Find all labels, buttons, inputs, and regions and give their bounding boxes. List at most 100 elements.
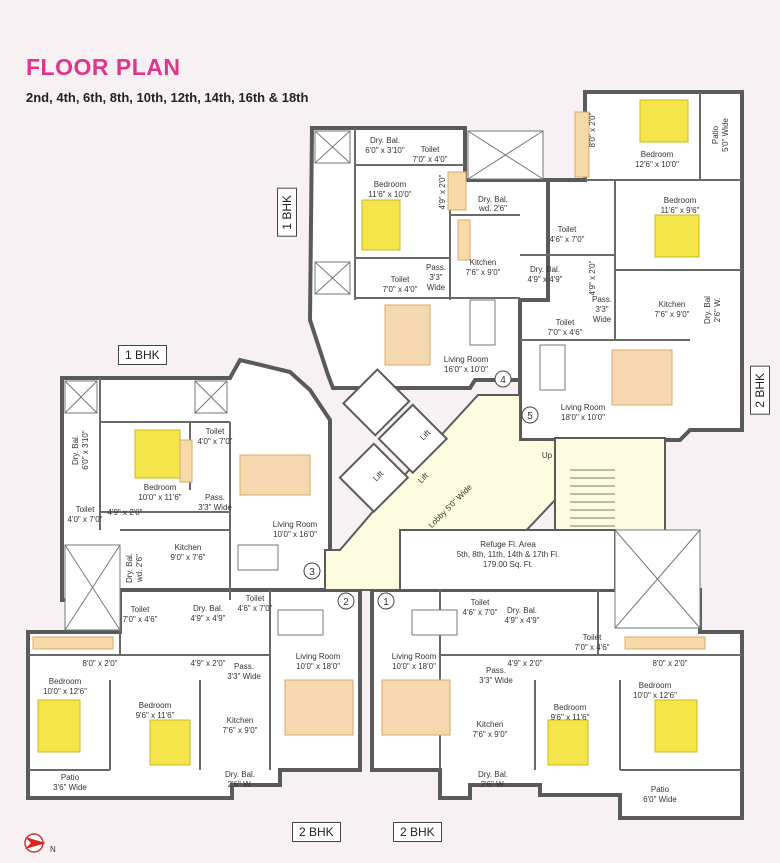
room-label: Pass.	[486, 666, 506, 675]
flat-number: 4	[500, 375, 506, 386]
room-label: Toilet	[583, 633, 602, 642]
room-label: Bedroom	[139, 701, 172, 710]
sofa-icon	[381, 679, 451, 736]
room-dim: 4'9" x 4'9"	[191, 614, 226, 623]
room-dim: 10'0" x 18'0"	[392, 662, 436, 671]
wardrobe-dim: 8'0" x 2'0"	[83, 659, 118, 668]
room-dim: 7'6" x 9'0"	[223, 726, 258, 735]
room-label: Patio	[61, 773, 80, 782]
room-dim: 10'0" x 18'0"	[296, 662, 340, 671]
room-label: Kitchen	[470, 258, 497, 267]
floors-subtitle: 2nd, 4th, 6th, 8th, 10th, 12th, 14th, 16…	[26, 90, 309, 105]
room-label: Bedroom	[664, 196, 697, 205]
bed-icon	[149, 719, 191, 766]
room-label: Dry. Bal.	[125, 553, 134, 583]
sofa-icon	[239, 454, 311, 496]
room-dim: 2'6" W.	[228, 780, 253, 789]
bed-icon	[654, 699, 698, 753]
room-dim: 10'0" x 12'6"	[43, 687, 87, 696]
room-label: Bedroom	[49, 677, 82, 686]
room-label: Dry. Bal.	[193, 604, 223, 613]
refuge-label: Refuge Fl. Area	[480, 540, 536, 549]
flat-number: 5	[527, 411, 533, 422]
room-dim: 7'0" x 4'6"	[575, 643, 610, 652]
room-label: Toilet	[556, 318, 575, 327]
bed-icon	[37, 699, 81, 753]
room-dim: 9'6" x 11'6"	[136, 711, 175, 720]
wardrobes	[32, 111, 706, 650]
room-dim: 4'6" x 7'0"	[463, 608, 498, 617]
room-label: Bedroom	[374, 180, 407, 189]
room-label: Living Room	[392, 652, 437, 661]
unit-tag-2bhk-bottom-left: 2 BHK	[292, 822, 341, 842]
stair-treads	[570, 469, 615, 527]
room-dim: 18'0" x 10'0"	[561, 413, 605, 422]
flat-number: 1	[383, 597, 389, 608]
room-dim: 4'9" x 4'9"	[528, 275, 563, 284]
lift-3	[342, 368, 411, 437]
room-dim: 4'6" x 7'0"	[550, 235, 585, 244]
sofa-icon	[284, 679, 354, 736]
flat-number: 3	[309, 567, 315, 578]
room-label: Toilet	[131, 605, 150, 614]
bed-icon	[134, 429, 181, 479]
refuge-area	[399, 529, 616, 591]
bed-icon	[547, 719, 589, 766]
room-dim: 9'0" x 7'6"	[171, 553, 206, 562]
room-label: Toilet	[558, 225, 577, 234]
lift-1	[338, 442, 410, 514]
unit-tag-1bhk-top: 1 BHK	[277, 188, 297, 237]
room-dim: 7'6" x 9'0"	[466, 268, 501, 277]
room-label: Toilet	[76, 505, 95, 514]
room-label: Dry. Bal.	[370, 136, 400, 145]
north-arrow-icon: N	[24, 833, 56, 854]
wardrobe-dim: 4'9" x 2'0"	[588, 260, 597, 295]
room-dim: 6'0" Wide	[643, 795, 677, 804]
room-dim: 6'0" x 3'10"	[365, 146, 405, 155]
stair-up-label: Up	[542, 451, 553, 460]
dining-table-icon	[539, 344, 566, 391]
refuge-area-value: 179.00 Sq. Ft.	[483, 560, 533, 569]
room-dim: 5'0" Wide	[721, 118, 730, 152]
wardrobe-dim: 4'9" x 2'0"	[438, 174, 447, 209]
bed-icon	[639, 99, 689, 143]
room-label: Kitchen	[175, 543, 202, 552]
room-dim: 3'3" Wide	[227, 672, 261, 681]
room-dim: 3'3"	[595, 305, 608, 314]
lift-2	[377, 403, 449, 475]
room-label: Toilet	[246, 594, 265, 603]
room-dim: 4'0" x 7'0"	[68, 515, 103, 524]
room-label: Dry. Bal.	[507, 606, 537, 615]
room-dim: 7'6" x 9'0"	[473, 730, 508, 739]
staircase	[554, 437, 666, 539]
dining-table-icon	[237, 544, 279, 571]
room-label: Bedroom	[639, 681, 672, 690]
room-label: Patio	[651, 785, 670, 794]
room-label: Bedroom	[554, 703, 587, 712]
north-label: N	[50, 845, 56, 854]
interior-walls	[28, 92, 742, 771]
room-dim: 7'0" x 4'0"	[383, 285, 418, 294]
room-dim: 2'6" W.	[713, 298, 722, 323]
room-labels: Dry. Bal. 6'0" x 3'10" Toilet 7'0" x 4'0…	[43, 112, 730, 804]
room-dim: 7'6" x 9'0"	[655, 310, 690, 319]
room-dim: Wide	[427, 283, 446, 292]
room-label: Pass.	[205, 493, 225, 502]
wardrobe-dim: 4'9" x 2'0"	[191, 659, 226, 668]
room-dim: 7'0" x 4'6"	[123, 615, 158, 624]
dining-table-icon	[411, 609, 458, 636]
room-dim: 11'6" x 9'6"	[661, 206, 700, 215]
page-title: FLOOR PLAN	[26, 54, 181, 80]
room-label: Kitchen	[227, 716, 254, 725]
room-label: Dry. Bal.	[478, 770, 508, 779]
lift-shafts	[338, 368, 449, 514]
room-label: Living Room	[273, 520, 318, 529]
refuge-floors: 5th, 8th, 11th, 14th & 17th Fl.	[457, 550, 560, 559]
room-label: Kitchen	[477, 720, 504, 729]
room-dim: 3'3" Wide	[198, 503, 232, 512]
room-dim: Wide	[593, 315, 612, 324]
room-label: Kitchen	[659, 300, 686, 309]
room-dim: 9'6" x 11'6"	[551, 713, 590, 722]
dining-table-icon	[469, 299, 496, 346]
